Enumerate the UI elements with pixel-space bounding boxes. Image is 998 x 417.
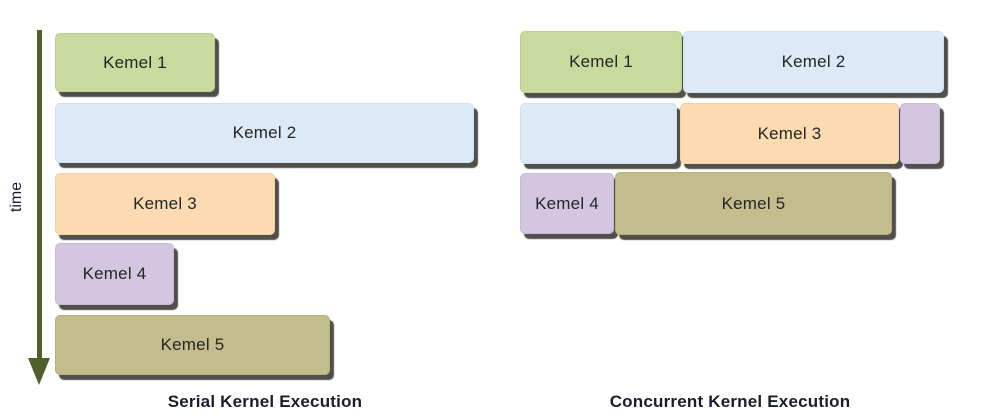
serial-kernel-1-label: Kemel 1 bbox=[103, 52, 167, 72]
serial-kernel-5-box: Kemel 5 bbox=[55, 315, 330, 375]
serial-kernel-3-label: Kemel 3 bbox=[133, 194, 197, 213]
time-axis-arrowhead-icon bbox=[28, 358, 50, 385]
serial-kernel-2-box: Kemel 2 bbox=[55, 103, 474, 163]
concurrent-kernel-5-box: Kemel 5 bbox=[615, 172, 892, 235]
concurrent-kernel-3-box: Kemel 3 bbox=[680, 103, 899, 164]
serial-kernel-3-box: Kemel 3 bbox=[55, 173, 275, 235]
serial-caption: Serial Kernel Execution bbox=[167, 392, 363, 411]
time-axis-line bbox=[37, 30, 42, 358]
concurrent-kernel-1-box: Kemel 1 bbox=[520, 31, 682, 93]
concurrent-caption: Concurrent Kernel Execution bbox=[609, 392, 851, 411]
serial-kernel-4-label: Kemel 4 bbox=[82, 264, 147, 283]
serial-kernel-2-label: Kemel 2 bbox=[232, 123, 297, 142]
concurrent-kernel-4-box: Kemel 4 bbox=[520, 173, 614, 234]
serial-kernel-4-box: Kemel 4 bbox=[55, 243, 174, 305]
concurrent-kernel-5-label: Kemel 5 bbox=[721, 193, 786, 213]
serial-kernel-5-label: Kemel 5 bbox=[160, 335, 225, 354]
concurrent-kernel-2-box: Kemel 2 bbox=[683, 31, 944, 93]
concurrent-kernel-1-label: Kemel 1 bbox=[569, 52, 633, 71]
concurrent-kernel-3-label: Kemel 3 bbox=[757, 123, 822, 143]
concurrent-kernel-4-label: Kemel 4 bbox=[535, 193, 599, 213]
concurrent-kernel-2-label: Kemel 2 bbox=[781, 52, 846, 71]
concurrent-kernel-2-continuation-box bbox=[520, 103, 677, 164]
serial-kernel-1-box: Kemel 1 bbox=[55, 33, 215, 92]
concurrent-purple-segment-box bbox=[900, 103, 940, 164]
time-axis-label: time bbox=[8, 181, 25, 213]
